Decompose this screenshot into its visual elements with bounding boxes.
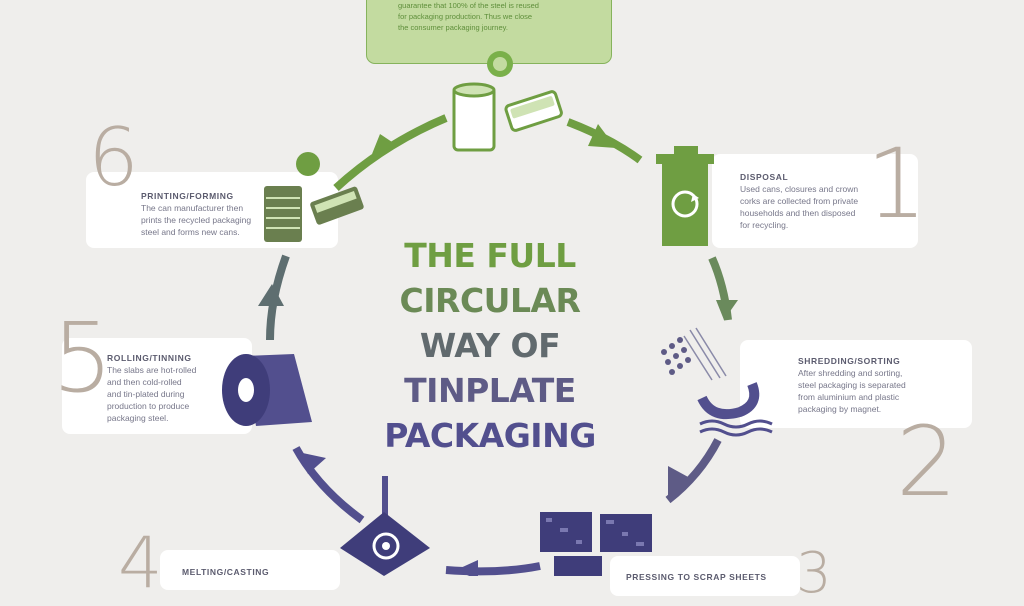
top-note-box [366, 0, 612, 64]
step-text-line: corks are collected from private [740, 196, 859, 206]
step-text-line: packaging steel. [107, 413, 169, 423]
ladle-icon [340, 476, 430, 576]
step-text-line: from aluminium and plastic [798, 392, 900, 402]
step-text-line: The can manufacturer then [141, 203, 244, 213]
step-text-line: production to produce [107, 401, 190, 411]
card-step-2 [740, 340, 972, 428]
cog-icon [487, 51, 513, 77]
step-text-2: After shredding and sorting, steel packa… [798, 367, 928, 415]
top-note-line: guarantee that 100% of the steel is reus… [398, 1, 539, 10]
step-text-line: prints the recycled packaging [141, 215, 252, 225]
infographic: guarantee that 100% of the steel is reus… [52, 0, 972, 602]
headline-line-3: WAY OF [419, 326, 561, 365]
headline-line-4: TINPLATE [404, 371, 576, 410]
step-text-line: steel and forms new cans. [141, 227, 240, 237]
magnet-icon [661, 327, 773, 437]
card-step-1 [712, 154, 918, 248]
cycle-graphic [222, 51, 773, 576]
step-text-line: steel packaging is separated [798, 380, 906, 390]
arrowhead [298, 452, 326, 474]
arrowhead [456, 560, 478, 576]
headline: THE FULL CIRCULAR WAY OF TINPLATE PACKAG… [360, 233, 620, 458]
step-text-line: The slabs are hot-rolled [107, 365, 197, 375]
arrowhead [588, 124, 616, 148]
scrap-cubes-icon [540, 512, 652, 576]
step-text-6: The can manufacturer then prints the rec… [141, 202, 281, 238]
step-number-6: 6 [88, 111, 139, 204]
steel-roll-icon [222, 354, 312, 426]
step-text-line: and then cold-rolled [107, 377, 182, 387]
cycle-arrow-top-left [333, 114, 448, 191]
headline-line-5: PACKAGING [384, 416, 596, 455]
step-text-1: Used cans, closures and crown corks are … [740, 183, 880, 231]
printed-cans-icon [264, 152, 364, 242]
recycling-bin-icon [656, 146, 714, 246]
step-number-5: 5 [52, 302, 114, 414]
step-title-5: ROLLING/TINNING [107, 353, 192, 363]
step-text-line: for recycling. [740, 220, 789, 230]
arrowhead [716, 300, 738, 320]
step-text-line: and tin-plated during [107, 389, 185, 399]
step-number-2: 2 [896, 406, 958, 518]
card-step-5 [62, 338, 252, 434]
step-text-5: The slabs are hot-rolled and then cold-r… [107, 364, 217, 424]
cycle-arrow-lower-right [665, 438, 722, 504]
headline-line-2: CIRCULAR [399, 281, 581, 320]
step-title-6: PRINTING/FORMING [141, 191, 234, 201]
arrowhead [668, 466, 690, 496]
step-text-line: Used cans, closures and crown [740, 184, 859, 194]
step-text-line: households and then disposed [740, 208, 856, 218]
headline-line-1: THE FULL [404, 236, 576, 275]
step-title-2: SHREDDING/SORTING [798, 356, 901, 366]
cycle-arrow-bottom [445, 562, 541, 576]
step-title-1: DISPOSAL [740, 172, 789, 182]
arrowhead [372, 134, 398, 154]
step-title-4: MELTING/CASTING [182, 567, 270, 577]
arrowhead [258, 284, 284, 306]
step-number-1: 1 [866, 128, 928, 240]
can-and-tin-icon [452, 82, 563, 152]
step-text-line: After shredding and sorting, [798, 368, 903, 378]
step-text-line: packaging by magnet. [798, 404, 882, 414]
top-note-text: guarantee that 100% of the steel is reus… [398, 0, 578, 33]
top-note-line: for packaging production. Thus we close [398, 12, 533, 21]
top-note-line: the consumer packaging journey. [398, 23, 508, 32]
